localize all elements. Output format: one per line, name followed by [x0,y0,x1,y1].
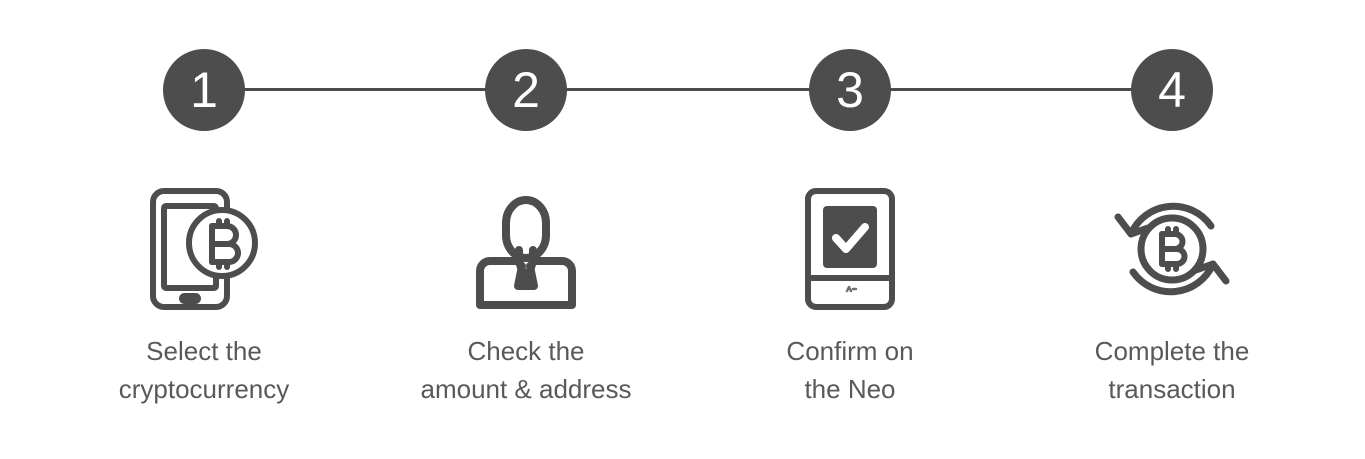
phone-bitcoin-icon [139,186,269,312]
person-suit-icon [461,186,591,312]
step-item-3[interactable]: 3 Confirm on the Neo [700,0,1000,459]
step-connector-line [204,88,1172,91]
step-item-4[interactable]: 4 Complete the transaction [1022,0,1322,459]
step-item-1[interactable]: 1 Select the cryptocurrency [54,0,354,459]
step-number-badge-4: 4 [1131,49,1213,131]
hardware-wallet-check-icon [785,186,915,312]
step-item-2[interactable]: 2 Check the amount & address [376,0,676,459]
step-caption-4: Complete the transaction [1094,336,1250,404]
step-number-badge-1: 1 [163,49,245,131]
bitcoin-exchange-arrows-icon [1107,186,1237,312]
step-caption-2: Check the amount & address [420,336,632,404]
step-caption-1: Select the cryptocurrency [118,336,290,404]
step-number-badge-3: 3 [809,49,891,131]
step-caption-3: Confirm on the Neo [786,336,914,404]
step-number-badge-2: 2 [485,49,567,131]
